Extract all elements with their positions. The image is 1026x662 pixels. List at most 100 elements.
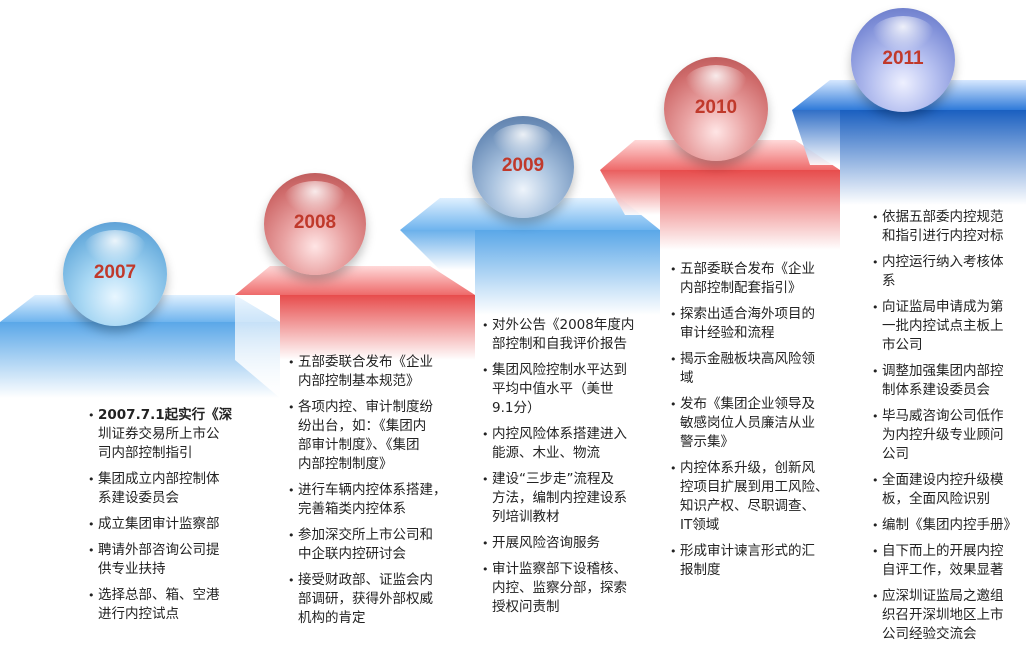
milestone-line: 警示集》 xyxy=(680,434,734,450)
milestone-line: 应深圳证监局之邀组 xyxy=(882,588,1004,604)
milestone-line: 开展风险咨询服务 xyxy=(492,535,600,551)
milestone-line: 方法，编制内控建设系 xyxy=(492,490,627,506)
year-label-2007: 2007 xyxy=(93,261,137,283)
milestones-2010: 五部委联合发布《企业内部控制配套指引》探索出适合海外项目的审计经验和流程揭示金融… xyxy=(670,260,829,587)
step-2008 xyxy=(235,266,475,360)
milestone-line: 授权问责制 xyxy=(492,599,560,615)
milestone-line: 形成审计谏言形式的汇 xyxy=(680,543,815,559)
milestone-line: 系 xyxy=(882,273,896,289)
milestone-line: 部调研，获得外部权威 xyxy=(298,591,433,607)
milestone-line: 参加深交所上市公司和 xyxy=(298,527,433,543)
milestone-line: 建设“三步走”流程及 xyxy=(492,471,614,487)
milestone-line: 内控运行纳入考核体 xyxy=(882,254,1004,270)
milestone-line: 内控风险体系搭建进入 xyxy=(492,426,627,442)
milestone-line: 公司 xyxy=(882,446,909,462)
milestone-line: 知识产权、尽职调查、 xyxy=(680,498,815,514)
milestone-line: 机构的肯定 xyxy=(298,610,366,626)
milestone-line: 圳证券交易所上市公 xyxy=(98,426,220,442)
year-label-2008: 2008 xyxy=(293,211,337,233)
milestone-line: 中企联内控研讨会 xyxy=(298,546,406,562)
sphere-2007: 2007 xyxy=(63,222,167,326)
milestone-line: 一批内控试点主板上 xyxy=(882,318,1004,334)
milestone-line: 依据五部委内控规范 xyxy=(882,209,1004,225)
sphere-2011: 2011 xyxy=(851,8,955,112)
milestone-line: 内控、监察分部，探索 xyxy=(492,580,627,596)
milestone-line: IT领域 xyxy=(680,517,720,533)
milestones-2007: 2007.7.1起实行《深圳证券交易所上市公司内部控制指引集团成立内部控制体系建… xyxy=(88,406,232,631)
milestone-line: 和指引进行内控对标 xyxy=(882,228,1004,244)
milestones-2011: 依据五部委内控规范和指引进行内控对标内控运行纳入考核体系向证监局申请成为第一批内… xyxy=(872,208,1017,651)
milestone-line: 对外公告《2008年度内 xyxy=(492,317,635,333)
milestone-line: 能源、木业、物流 xyxy=(492,445,600,461)
milestone-line: 进行内控试点 xyxy=(98,606,179,622)
milestone-line: 内控体系升级，创新风 xyxy=(680,460,815,476)
milestone-line: 供专业扶持 xyxy=(98,561,166,577)
milestone-line: 向证监局申请成为第 xyxy=(882,299,1004,315)
milestone-item: 进行车辆内控体系搭建， 完善箱类内控体系 xyxy=(288,481,447,519)
milestone-line: 纷出台，如：《集团内 xyxy=(298,418,427,434)
milestone-line: 内部控制制度》 xyxy=(298,456,393,472)
milestone-line: 公司经验交流会 xyxy=(882,626,977,642)
year-label-2009: 2009 xyxy=(501,154,545,176)
milestones-2009: 对外公告《2008年度内部控制和自我评价报告集团风险控制水平达到平均中值水平（美… xyxy=(482,316,634,624)
milestone-line: 自下而上的开展内控 xyxy=(882,543,1004,559)
milestone-line: 系建设委员会 xyxy=(98,490,179,506)
year-label-2011: 2011 xyxy=(882,47,924,69)
milestone-item: 开展风险咨询服务 xyxy=(482,534,634,553)
milestone-line: 选择总部、箱、空港 xyxy=(98,587,220,603)
milestone-line: 编制《集团内控手册》 xyxy=(882,517,1017,533)
milestone-line: 进行车辆内控体系搭建， xyxy=(298,482,447,498)
milestone-line: 各项内控、审计制度纷 xyxy=(298,399,433,415)
milestone-item: 成立集团审计监察部 xyxy=(88,515,232,534)
milestone-line: 司内部控制指引 xyxy=(98,445,193,461)
milestone-line: 敏感岗位人员廉洁从业 xyxy=(680,415,815,431)
milestone-line: 聘请外部咨询公司提 xyxy=(98,542,220,558)
milestone-line: 2007.7.1起实行《深 xyxy=(98,407,233,423)
milestone-item: 编制《集团内控手册》 xyxy=(872,516,1017,535)
sphere-2009: 2009 xyxy=(472,116,574,218)
milestone-line: 探索出适合海外项目的 xyxy=(680,306,815,322)
milestone-line: 制体系建设委员会 xyxy=(882,382,990,398)
step-2009 xyxy=(400,198,660,315)
milestone-line: 报制度 xyxy=(680,562,721,578)
year-label-2010: 2010 xyxy=(694,96,738,118)
milestone-line: 审计监察部下设稽核、 xyxy=(492,561,627,577)
sphere-2008: 2008 xyxy=(264,173,366,275)
milestone-line: 为内控升级专业顾问 xyxy=(882,427,1004,443)
milestone-line: 平均中值水平（美世 xyxy=(492,381,614,397)
milestone-line: 完善箱类内控体系 xyxy=(298,501,406,517)
milestone-line: 内部控制基本规范》 xyxy=(298,373,420,389)
milestone-line: 审计经验和流程 xyxy=(680,325,775,341)
milestone-line: 揭示金融板块高风险领 xyxy=(680,351,815,367)
sphere-2010: 2010 xyxy=(664,57,768,161)
milestone-line: 内部控制配套指引》 xyxy=(680,280,802,296)
milestone-line: 域 xyxy=(680,370,694,386)
milestone-line: 毕马威咨询公司低作 xyxy=(882,408,1004,424)
milestone-line: 自评工作，效果显著 xyxy=(882,562,1004,578)
